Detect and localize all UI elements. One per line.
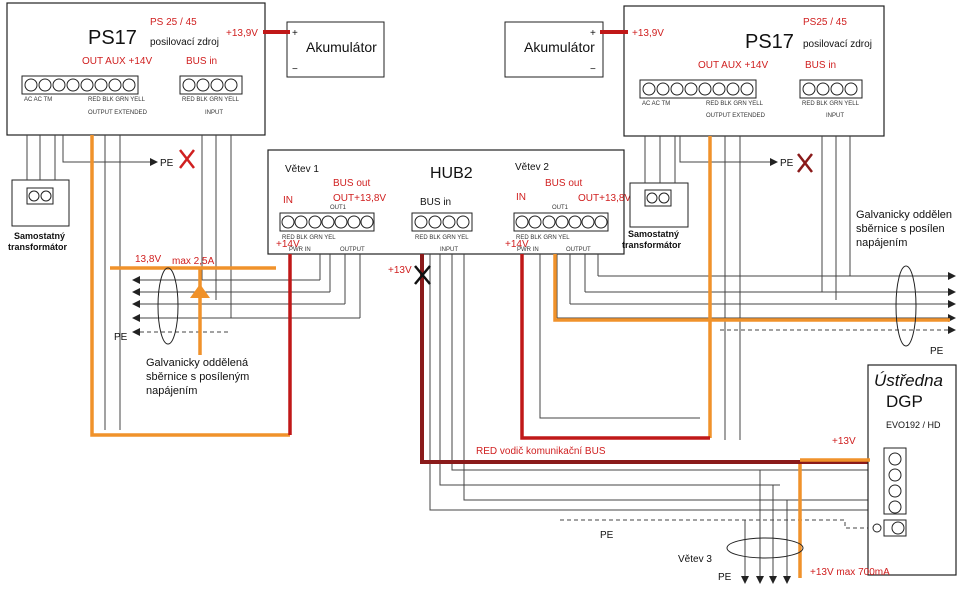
akumulator-right-minus: − — [590, 64, 596, 75]
ps17-right-bottom-left: OUTPUT EXTENDED — [706, 113, 766, 119]
hub2-input: INPUT — [440, 247, 458, 253]
left-supply-voltage: 13,8V — [135, 254, 161, 265]
transformer-right-label-1: Samostatný — [628, 229, 679, 239]
hub2-out1-b: OUT1 — [552, 205, 569, 211]
hub2-plus14-2: +14V — [505, 239, 529, 250]
transformer-left-label-1: Samostatný — [14, 231, 65, 241]
pe-label-right-bus: PE — [930, 346, 944, 357]
hub2-out1-a: OUT1 — [330, 205, 347, 211]
hub2-terminal-blocks — [279, 212, 609, 232]
ps17-right-out-aux: OUT AUX +14V — [698, 60, 768, 71]
galv-right-3: napájením — [856, 237, 907, 249]
hub2-pwr-in-2: PWR IN — [517, 247, 539, 253]
ps17-right-terminals-input: RED BLK GRN YELL — [802, 101, 860, 107]
hub2-out-v-1: OUT+13,8V — [333, 193, 386, 204]
ps17-right-model: PS25 / 45 — [803, 17, 847, 28]
red-bus-wire — [420, 254, 870, 464]
galv-left-1: Galvanicky oddělená — [146, 357, 249, 369]
ps17-left-terminals-input: RED BLK GRN YELL — [182, 97, 240, 103]
hub2-in-1: IN — [283, 195, 293, 206]
ps17-left-bus-in: BUS in — [186, 56, 217, 67]
ps17-right-subtitle: posilovací zdroj — [803, 39, 872, 50]
galv-left-3: napájením — [146, 385, 197, 397]
left-supply-current: max 2,5A — [172, 256, 215, 267]
galv-right-1: Galvanicky oddělen — [856, 209, 952, 221]
bundle-ellipses — [157, 265, 917, 559]
hub2-pwr-in-1: PWR IN — [289, 247, 311, 253]
hub2-bus-out-1: BUS out — [333, 178, 370, 189]
hub2-plus14-1: +14V — [276, 239, 300, 250]
pe-label-bottom: PE — [600, 530, 614, 541]
ps17-right-terminals-left: AC AC TM — [642, 101, 670, 107]
hub2-out-v-2: OUT+13,8V — [578, 193, 631, 204]
ps17-left-subtitle: posilovací zdroj — [150, 37, 219, 48]
ps17-left-screws — [24, 78, 238, 92]
hub2-in-2: IN — [516, 192, 526, 203]
hub2-title: HUB2 — [430, 165, 473, 182]
galv-left-2: sběrnice s posíleným — [146, 371, 249, 383]
ps17-right-screws — [642, 82, 858, 96]
akumulator-left-label: Akumulátor — [306, 39, 377, 55]
hub2-unit: HUB2 Větev 1 Větev 2 BUS out OUT+13,8V I… — [267, 149, 631, 255]
galv-right-2: sběrnice s posílen — [856, 223, 945, 235]
hub2-output-2: OUTPUT — [566, 247, 591, 253]
ps17-left-title: PS17 — [88, 27, 137, 49]
ps17-left-model: PS 25 / 45 — [150, 17, 197, 28]
akumulator-right-label: Akumulátor — [524, 39, 595, 55]
akumulator-right: Akumulátor + − +13,9V — [504, 21, 664, 78]
ps17-left-bottom-right: INPUT — [205, 110, 223, 116]
ps17-left-terminals-mid: RED BLK GRN YELL — [88, 97, 146, 103]
ps17-right-bus-in: BUS in — [805, 60, 836, 71]
ps17-right-terminal-block — [639, 79, 757, 99]
pe-label-right-top: PE — [780, 158, 794, 169]
hub2-rbk-2: RED BLK GRN YEL — [415, 235, 469, 241]
bus-wires — [26, 135, 950, 580]
hub2-rbk-3: RED BLK GRN YEL — [516, 235, 570, 241]
ps17-right-bottom-right: INPUT — [826, 113, 844, 119]
ps17-left-bottom-left: OUTPUT EXTENDED — [88, 110, 148, 116]
pe-label-left-top: PE — [160, 158, 174, 169]
red-bus-label: RED vodič komunikační BUS — [476, 446, 606, 457]
orange-arrow-up — [190, 284, 210, 298]
transformer-left-label-2: transformátor — [8, 242, 68, 252]
ps17-right-terminals-mid: RED BLK GRN YELL — [706, 101, 764, 107]
transformer-left: Samostatný transformátor — [8, 179, 70, 252]
ps17-left-out-aux: OUT AUX +14V — [82, 56, 152, 67]
ustredna-model: EVO192 / HD — [886, 420, 941, 430]
akumulator-right-voltage: +13,9V — [632, 28, 664, 39]
ustredna-plus13: +13V — [832, 436, 856, 447]
plus13-hub-label: +13V — [388, 265, 412, 276]
akumulator-left: Akumulátor + − +13,9V — [226, 21, 385, 78]
pe-label-vetev3: PE — [718, 572, 732, 583]
ps17-left-terminals-left: AC AC TM — [24, 97, 52, 103]
hub2-rbk-1: RED BLK GRN YEL — [282, 235, 336, 241]
ps17-left-terminal-block — [21, 75, 139, 95]
transformer-right-label-2: transformátor — [622, 240, 682, 250]
hub2-branch1: Větev 1 — [285, 164, 319, 175]
ustredna-panel: Ústředna DGP EVO192 / HD — [867, 364, 957, 576]
ustredna-title2: DGP — [886, 392, 923, 411]
hub2-output-1: OUTPUT — [340, 247, 365, 253]
ps17-left-unit: PS17 PS 25 / 45 posilovací zdroj OUT AUX… — [6, 2, 266, 136]
ps17-right-title: PS17 — [745, 31, 794, 53]
akumulator-left-minus: − — [292, 64, 298, 75]
cut-marks — [179, 149, 813, 285]
ustredna-title1: Ústředna — [874, 371, 943, 390]
akumulator-left-voltage: +13,9V — [226, 28, 258, 39]
akumulator-left-plus: + — [292, 28, 298, 39]
akumulator-right-plus: + — [590, 28, 596, 39]
hub2-bus-out-2: BUS out — [545, 178, 582, 189]
hub2-bus-in: BUS in — [420, 197, 451, 208]
red-power-wires — [288, 254, 710, 440]
max700-label: +13V max 700mA — [810, 567, 890, 578]
hub2-branch2: Větev 2 — [515, 162, 549, 173]
ground-icon — [872, 523, 882, 533]
ps17-right-unit: PS17 PS25 / 45 posilovací zdroj OUT AUX … — [623, 5, 885, 137]
transformer-right: Samostatný transformátor — [622, 182, 689, 250]
pe-label-left-bus: PE — [114, 332, 128, 343]
vetev3-label: Větev 3 — [678, 554, 712, 565]
orange-power-wires — [90, 135, 950, 578]
